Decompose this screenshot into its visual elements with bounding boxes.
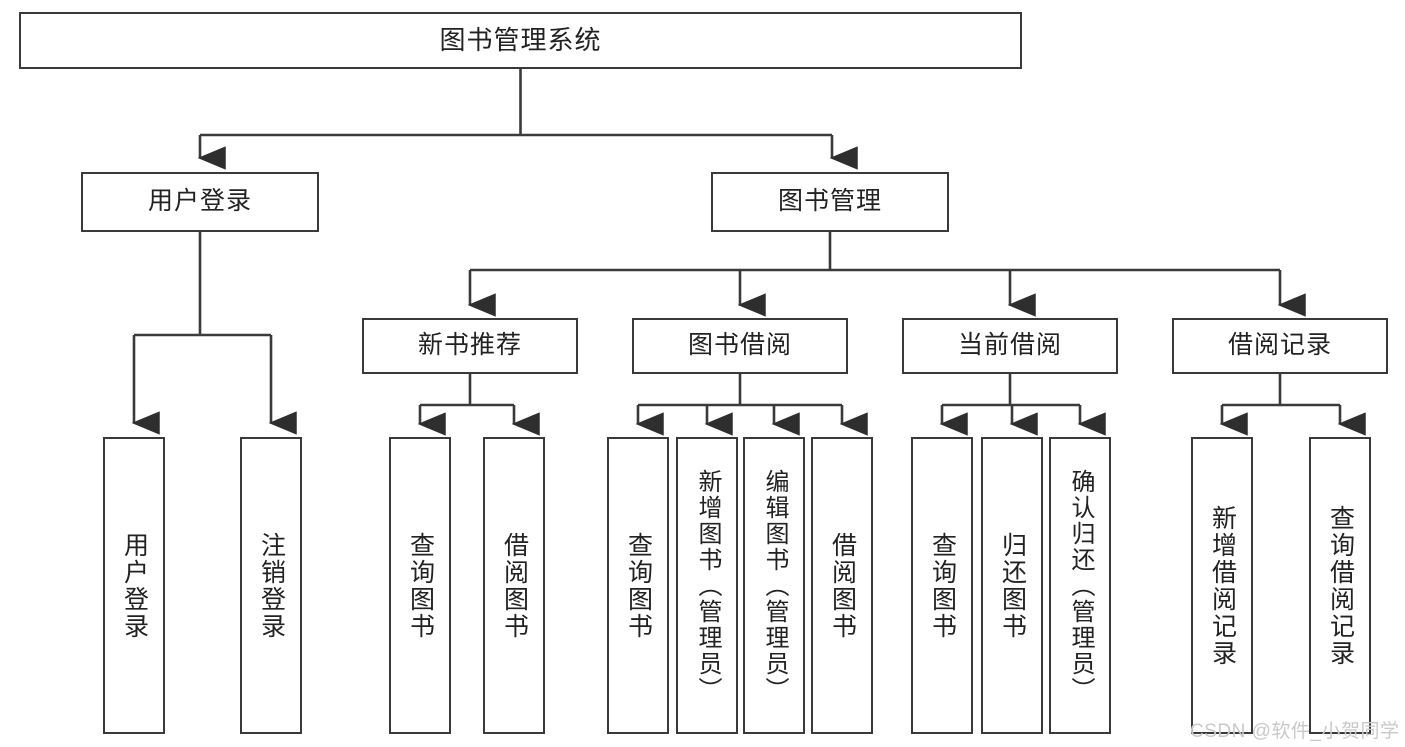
node-root[interactable]: 图书管理系统 (19, 12, 1022, 69)
node-leaf-query-book-2[interactable]: 查询图书 (607, 437, 669, 734)
node-leaf-user-login[interactable]: 用户登录 (103, 437, 165, 734)
node-leaf-return-book[interactable]: 归还图书 (981, 437, 1043, 734)
node-leaf-return-book-label: 归还图书 (998, 531, 1027, 640)
node-leaf-confirm-return-label: 确认归还（管理员） (1067, 468, 1094, 703)
node-leaf-query-book-2-label: 查询图书 (624, 531, 653, 640)
node-leaf-edit-book-label: 编辑图书（管理员） (761, 468, 788, 703)
node-leaf-borrow-book-2-label: 借阅图书 (828, 531, 857, 640)
node-current-borrow-label: 当前借阅 (957, 331, 1062, 360)
node-leaf-borrow-book-1-label: 借阅图书 (500, 531, 529, 640)
csdn-watermark: CSDN @软件_小贺同学 (1190, 721, 1400, 742)
node-leaf-borrow-book-2[interactable]: 借阅图书 (811, 437, 873, 734)
node-leaf-query-book-1-label: 查询图书 (406, 531, 435, 640)
node-new-book-recommend[interactable]: 新书推荐 (362, 318, 578, 374)
node-leaf-logout[interactable]: 注销登录 (240, 437, 302, 734)
node-leaf-query-book-3-label: 查询图书 (928, 531, 957, 640)
node-current-borrow[interactable]: 当前借阅 (902, 318, 1118, 374)
node-leaf-add-borrow-record[interactable]: 新增借阅记录 (1191, 437, 1253, 734)
node-user-login[interactable]: 用户登录 (81, 172, 319, 232)
node-leaf-add-book[interactable]: 新增图书（管理员） (676, 437, 738, 734)
node-leaf-edit-book[interactable]: 编辑图书（管理员） (743, 437, 805, 734)
node-book-manage[interactable]: 图书管理 (711, 172, 949, 232)
node-leaf-add-book-label: 新增图书（管理员） (694, 468, 721, 703)
node-leaf-query-borrow-record[interactable]: 查询借阅记录 (1309, 437, 1371, 734)
node-book-manage-label: 图书管理 (777, 187, 882, 216)
node-leaf-confirm-return[interactable]: 确认归还（管理员） (1049, 437, 1111, 734)
node-leaf-query-borrow-record-label: 查询借阅记录 (1326, 504, 1355, 667)
node-user-login-label: 用户登录 (147, 187, 252, 216)
node-leaf-query-book-3[interactable]: 查询图书 (911, 437, 973, 734)
node-book-borrow[interactable]: 图书借阅 (632, 318, 848, 374)
node-leaf-query-book-1[interactable]: 查询图书 (389, 437, 451, 734)
node-leaf-add-borrow-record-label: 新增借阅记录 (1208, 504, 1237, 667)
node-root-label: 图书管理系统 (439, 25, 602, 56)
node-borrow-record-label: 借阅记录 (1227, 331, 1332, 360)
node-leaf-user-login-label: 用户登录 (120, 531, 149, 640)
node-book-borrow-label: 图书借阅 (687, 331, 792, 360)
node-leaf-borrow-book-1[interactable]: 借阅图书 (483, 437, 545, 734)
node-new-book-recommend-label: 新书推荐 (417, 331, 522, 360)
node-borrow-record[interactable]: 借阅记录 (1172, 318, 1388, 374)
node-leaf-logout-label: 注销登录 (257, 531, 286, 640)
